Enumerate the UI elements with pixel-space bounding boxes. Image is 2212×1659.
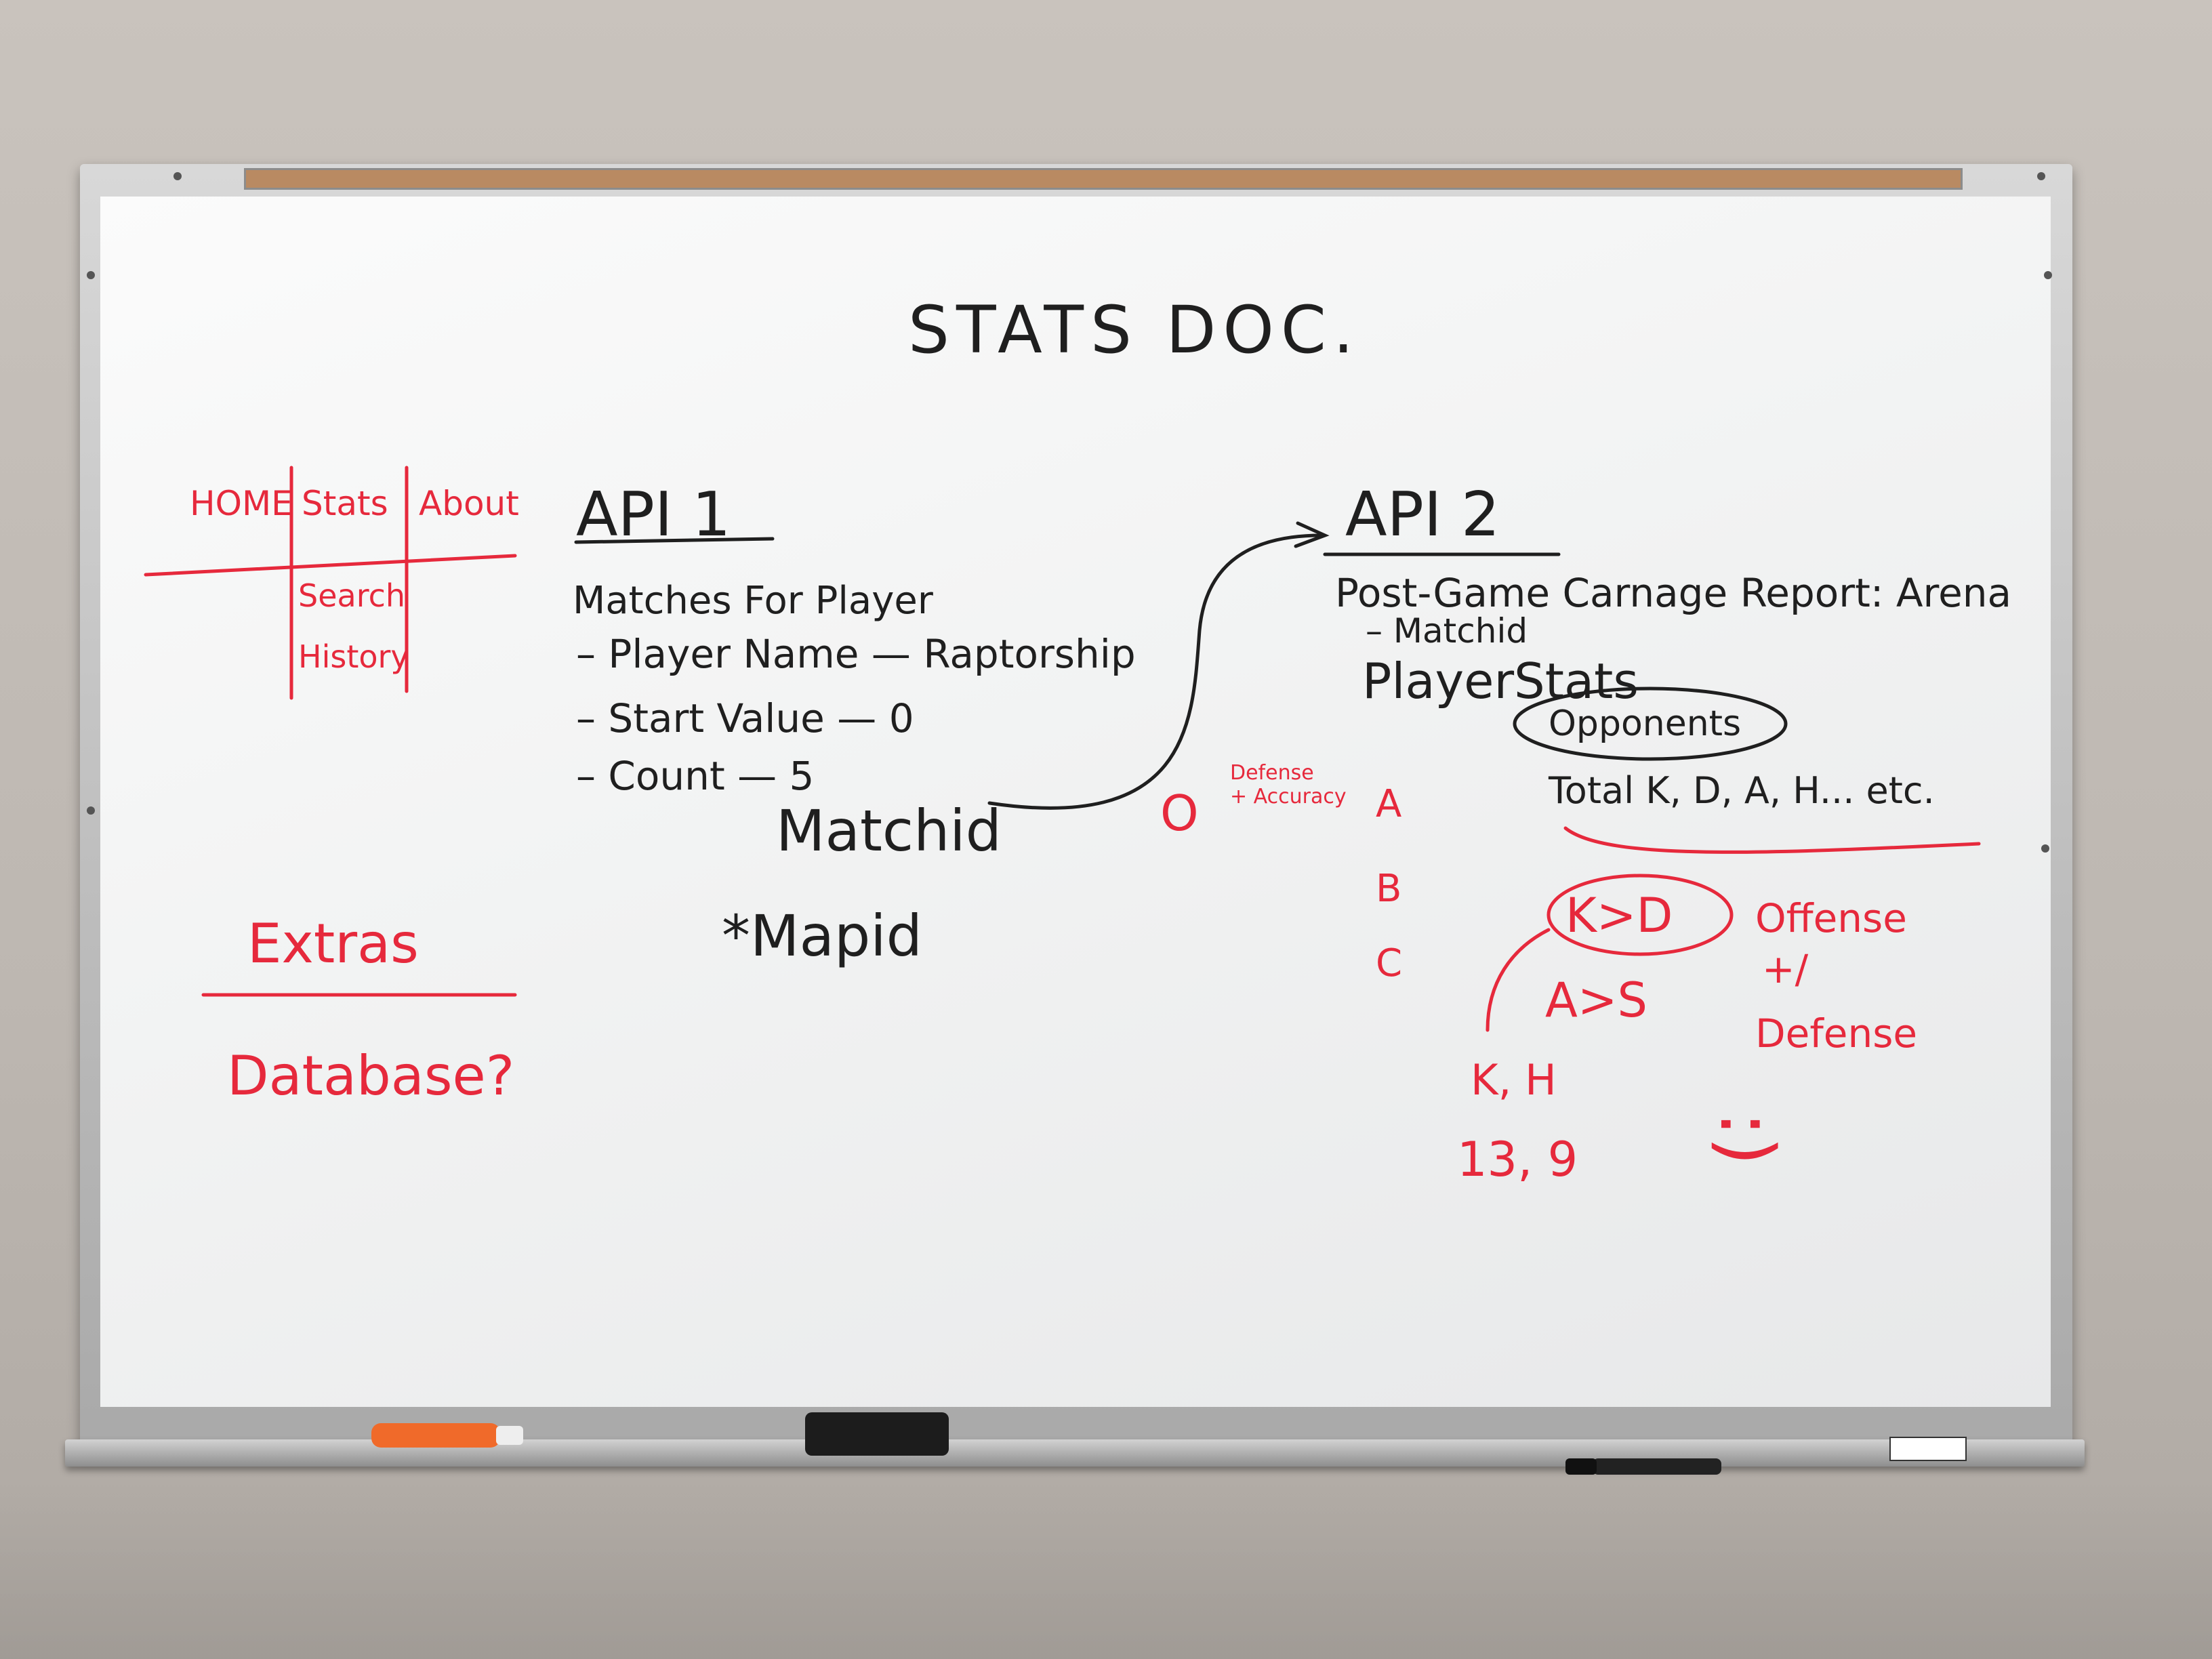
total-brace xyxy=(1563,826,1981,854)
analysis-values: 13, 9 xyxy=(1457,1132,1578,1187)
cork-strip xyxy=(244,168,1963,190)
nav-stats: Stats xyxy=(302,484,388,523)
screw xyxy=(87,806,95,815)
board-title: STATS DOC. xyxy=(908,292,1360,368)
defense-note-line2: + Accuracy xyxy=(1230,785,1347,808)
analysis-kh: K, H xyxy=(1471,1055,1557,1105)
api1-param: – Player Name — Raptorship xyxy=(576,631,1136,677)
analysis-kd: K>D xyxy=(1565,888,1673,943)
orange-marker[interactable] xyxy=(371,1423,523,1448)
api2-player-stats: PlayerStats xyxy=(1362,653,1639,710)
screw xyxy=(2044,271,2052,279)
whiteboard-surface xyxy=(100,197,2051,1407)
screw xyxy=(173,172,182,180)
api1-param: – Count — 5 xyxy=(576,753,814,799)
screw xyxy=(2037,172,2045,180)
api1-underline xyxy=(574,537,775,544)
screw xyxy=(87,271,95,279)
kd-circle xyxy=(1547,874,1734,956)
nav-home: HOME xyxy=(190,484,293,523)
api2-total-row: Total K, D, A, H... etc. xyxy=(1548,769,1935,812)
extras-heading: Extras xyxy=(247,912,419,975)
screw xyxy=(2041,844,2049,853)
api2-heading: API 2 xyxy=(1345,479,1500,550)
api1-subheading: Matches For Player xyxy=(573,579,934,623)
arrowhead xyxy=(1294,521,1330,548)
extras-database: Database? xyxy=(227,1044,514,1107)
nav-history: History xyxy=(298,638,409,675)
wall-background xyxy=(0,1477,2212,1659)
analysis-as: A>S xyxy=(1545,972,1647,1028)
defense-note-line1: Defense xyxy=(1230,761,1314,785)
defense-letter: B xyxy=(1376,867,1401,911)
nav-about: About xyxy=(419,484,519,523)
analysis-plus: +/ xyxy=(1762,946,1809,992)
black-marker[interactable] xyxy=(1565,1458,1721,1475)
marker-cap xyxy=(1565,1458,1597,1475)
board-eraser[interactable] xyxy=(805,1412,949,1456)
api2-opponents: Opponents xyxy=(1549,703,1741,744)
opponents-circle xyxy=(1513,687,1788,761)
api2-matchid: – Matchid xyxy=(1366,611,1528,651)
api1-param: – Start Value — 0 xyxy=(576,695,914,741)
defense-letter: A xyxy=(1376,782,1401,826)
brand-badge xyxy=(1889,1437,1967,1461)
api1-mapid: *Mapid xyxy=(722,903,922,969)
smiley-face: :) xyxy=(1704,1111,1790,1166)
defense-circle-mark: O xyxy=(1160,785,1199,842)
nav-search: Search xyxy=(298,577,405,614)
api2-report: Post-Game Carnage Report: Arena xyxy=(1335,570,2011,616)
analysis-offense: Offense xyxy=(1755,895,1907,941)
marker-cap xyxy=(496,1426,523,1445)
api1-matchid: Matchid xyxy=(776,798,1002,864)
kd-arrow xyxy=(1486,928,1551,1032)
nav-underline xyxy=(144,554,517,577)
analysis-defense: Defense xyxy=(1755,1010,1917,1057)
matchid-arrow xyxy=(987,533,1324,810)
defense-letter: C xyxy=(1376,941,1402,985)
